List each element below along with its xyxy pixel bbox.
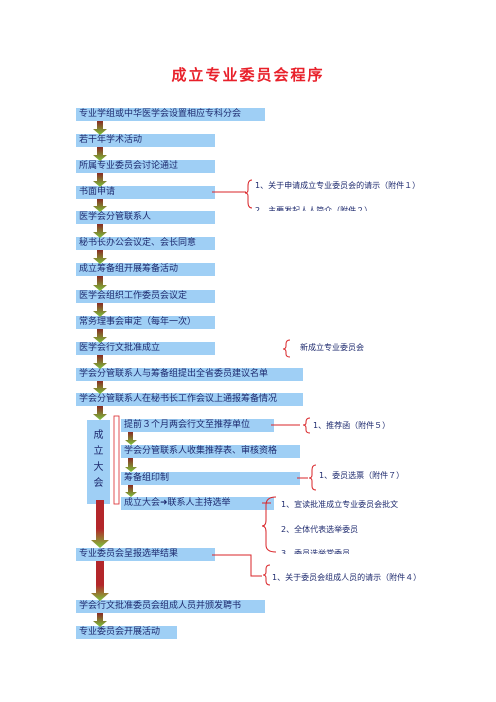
bracket	[282, 339, 291, 358]
brackets	[212, 179, 317, 586]
note-apply-2: 2、主要发起人人简介（附件２）	[255, 206, 373, 211]
down-arrow	[93, 250, 107, 264]
down-arrow	[93, 173, 107, 187]
long-down-arrow	[91, 561, 109, 601]
bracket	[302, 417, 311, 434]
assembly-sub-arrows	[125, 432, 137, 497]
step-box: 医学会组织工作委员会议定	[76, 290, 215, 303]
down-arrow	[93, 199, 107, 212]
down-arrow	[93, 381, 107, 394]
bracket	[261, 496, 277, 553]
bracket	[308, 464, 317, 491]
step-box: 学会分管联系人在秘书长工作会议上通报筹备情况	[76, 393, 303, 406]
assembly-label: 成立大会	[93, 430, 104, 489]
long-down-arrow	[91, 500, 109, 548]
step-box: 医学会分管联系人	[76, 211, 215, 224]
step-box: 专业委员会开展活动	[76, 626, 177, 639]
step-box: 秘书长办公会议定、会长同意	[76, 237, 215, 250]
note-print: 1、委员选票（附件７）	[319, 471, 405, 480]
assembly-substep-box: 提前３个月两会行文至推荐单位	[121, 419, 274, 432]
note-election-1: 1、宣读批准成立专业委员会批文	[281, 500, 399, 509]
note-apply-1: 1、关于申请成立专业委员会的请示（附件１）	[255, 181, 421, 190]
page-title: 成立专业委员会程序	[171, 66, 325, 84]
down-arrow	[125, 485, 137, 497]
assembly-bracket-frame	[113, 415, 120, 505]
down-arrow	[93, 355, 107, 369]
step-box: 专业学组或中华医学会设置相应专科分会	[76, 108, 265, 121]
down-arrow	[125, 458, 137, 472]
down-arrow	[93, 303, 107, 317]
assembly-substep-box: 学会分管联系人收集推荐表、审核资格	[121, 445, 300, 458]
down-arrow	[93, 121, 107, 135]
assembly-substep-box: 筹备组印制	[121, 472, 300, 485]
note-approve: 新成立专业委员会	[300, 343, 364, 352]
bracket	[244, 179, 253, 209]
note-recommend: 1、推荐函（附件５）	[313, 421, 391, 430]
step-box: 学会分管联系人与筹备组提出全省委员建议名单	[76, 368, 303, 381]
down-arrow	[93, 329, 107, 343]
step-box: 成立筹备组开展筹备活动	[76, 263, 215, 276]
step-box: 所属专业委员会讨论通过	[76, 160, 215, 173]
assembly-substep-box: 成立大会➜联系人主持选举	[121, 497, 274, 510]
down-arrow	[93, 276, 107, 291]
bracket	[262, 564, 271, 586]
note-report: 1、关于委员会组成人员的请示（附件４）	[272, 573, 422, 582]
note-election-2: 2、全体代表选举委员	[281, 525, 359, 534]
step-box: 若干年学术活动	[76, 134, 215, 147]
assembly-label-box: 成立大会	[87, 420, 110, 504]
down-arrow	[125, 432, 137, 445]
step-box: 专业委员会呈报选举结果	[76, 548, 215, 561]
down-arrow	[93, 147, 107, 161]
down-arrow	[93, 406, 107, 420]
note-election-3: 3、委员选举常委员	[281, 549, 351, 554]
step-box: 书面申请	[76, 186, 215, 199]
step-box: 常务理事会审定（每年一次）	[76, 316, 215, 329]
down-arrow	[93, 224, 107, 238]
bracket	[212, 554, 262, 577]
down-arrows	[91, 121, 109, 627]
step-box: 医学会行文批准成立	[76, 342, 215, 355]
note-collect: …………	[340, 451, 372, 457]
down-arrow	[93, 613, 107, 627]
step-box: 学会行文批准委员会组成人员并颁发聘书	[76, 600, 265, 613]
